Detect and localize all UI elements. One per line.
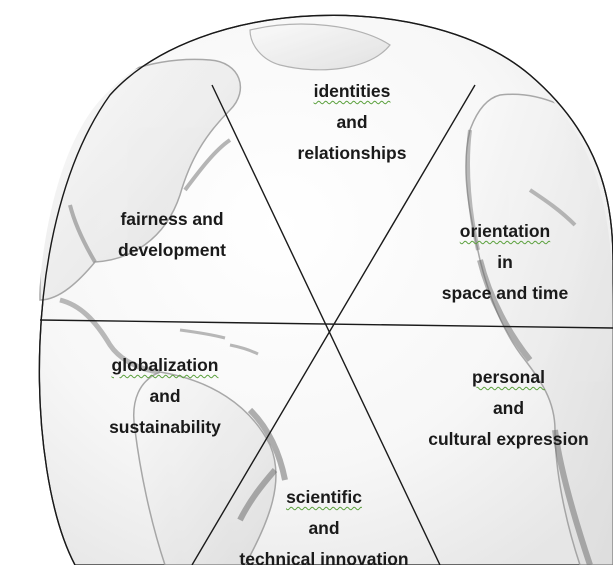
scientific-line2: technical innovation [239,549,409,565]
africa-coast-shadow [477,259,593,565]
orientation-line2: space and time [441,283,569,303]
personal-word: personal [472,367,545,387]
globalization-line2: sustainability [109,417,221,437]
globalization-and: and [149,386,181,406]
fairness-line2: development [118,240,226,260]
identities-and: and [336,112,368,132]
segment-label-scientific: scientific and technical innovation [214,482,434,565]
europe-coast-shadow [466,129,577,251]
identities-word: identities [313,81,391,101]
continents [39,23,613,565]
divider-horizontal [39,319,613,329]
divider-diagonal-left [211,84,441,565]
segment-label-personal: personal and cultural expression [404,362,613,455]
segment-label-fairness: fairness and development [82,204,262,266]
segment-label-globalization: globalization and sustainability [65,350,265,443]
fairness-line1: fairness and [120,209,224,229]
scientific-and: and [308,518,340,538]
personal-and: and [492,398,525,418]
segment-label-identities: identities and relationships [252,76,452,169]
globalization-word: globalization [111,355,219,375]
north-america-coast-shadow [68,138,232,264]
orientation-in: in [497,252,513,272]
caribbean-islands [179,328,259,356]
globe-rim [38,14,613,565]
identities-line2: relationships [297,143,407,163]
scientific-word: scientific [286,487,362,507]
south-america-coast-shadow [237,407,288,522]
orientation-word: orientation [459,221,551,241]
segment-dividers [39,84,613,565]
central-america-shape [59,297,161,375]
segment-label-orientation: orientation in space and time [400,216,610,309]
personal-line2: cultural expression [428,429,589,449]
north-america-shape [39,58,241,301]
divider-diagonal-right [191,84,476,565]
greenland-shape [249,23,391,71]
